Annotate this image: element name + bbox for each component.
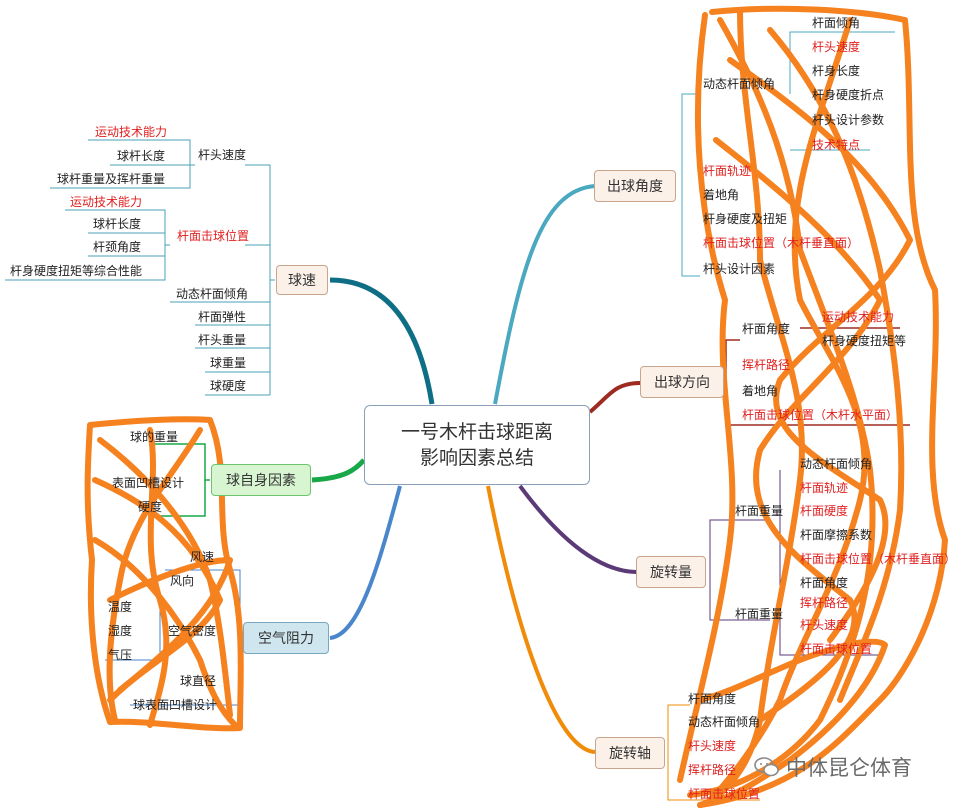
- watermark-text: 中体昆仑体育: [786, 756, 912, 780]
- branch-line-launch-angle: [493, 184, 596, 405]
- leaf-impact-position[interactable]: 杆面击球位置: [177, 229, 250, 243]
- branch-spin-rate[interactable]: 旋转量: [636, 556, 706, 588]
- leaf-launch-angle-item[interactable]: 着地角: [703, 188, 740, 202]
- branch-line-spin-rate: [518, 484, 638, 574]
- branch-air-resistance[interactable]: 空气阻力: [243, 622, 329, 654]
- branch-ball-factors-label: 球自身因素: [226, 473, 296, 489]
- leaf-launch-angle-item[interactable]: 杆面轨迹: [703, 164, 752, 178]
- leaf-head-speed[interactable]: 杆头速度: [198, 148, 247, 162]
- leaf-spin-axis-item[interactable]: 杆面角度: [688, 692, 737, 706]
- leaf-spin-rate-item[interactable]: 杆面击球位置: [800, 642, 873, 656]
- leaf-spin-rate-item[interactable]: 杆面角度: [800, 576, 849, 590]
- leaf-launch-angle-item[interactable]: 杆面击球位置（木杆垂直面）: [703, 236, 860, 250]
- ball-speed-connectors: [5, 139, 275, 396]
- leaf-spin-rate-item[interactable]: 动态杆面倾角: [800, 457, 873, 471]
- leaf-launch-angle-sub[interactable]: 杆面倾角: [812, 16, 861, 30]
- branch-ball-speed-label: 球速: [288, 273, 316, 289]
- leaf-launch-angle-sub[interactable]: 杆头设计参数: [812, 113, 885, 127]
- branch-ball-speed[interactable]: 球速: [276, 265, 328, 295]
- leaf-head-speed-item[interactable]: 球杆长度: [117, 149, 166, 163]
- leaf-air-resistance-item[interactable]: 球直径: [180, 674, 217, 688]
- leaf-ball-speed-item[interactable]: 球重量: [210, 356, 247, 370]
- leaf-launch-angle-sub[interactable]: 杆头速度: [812, 40, 861, 54]
- leaf-head-speed-item[interactable]: 球杆重量及挥杆重量: [57, 172, 166, 186]
- leaf-impact-position-item[interactable]: 杆身硬度扭矩等综合性能: [10, 264, 143, 278]
- leaf-launch-angle-sub[interactable]: 杆身硬度折点: [812, 88, 885, 102]
- leaf-air-resistance-item[interactable]: 空气密度: [168, 624, 217, 638]
- branch-air-resistance-label: 空气阻力: [258, 631, 314, 647]
- scribble-overlay-right: [677, 5, 948, 808]
- leaf-launch-direction-sub[interactable]: 杆身硬度扭矩等: [822, 334, 907, 348]
- leaf-air-resistance-item[interactable]: 气压: [108, 648, 133, 662]
- leaf-launch-angle-item[interactable]: 动态杆面倾角: [703, 77, 776, 91]
- leaf-launch-angle-sub[interactable]: 技术特点: [812, 138, 861, 152]
- leaf-launch-angle-item[interactable]: 杆身硬度及扭矩: [703, 212, 788, 226]
- leaf-spin-axis-item[interactable]: 杆头速度: [688, 739, 737, 753]
- leaf-launch-direction-item[interactable]: 着地角: [742, 384, 779, 398]
- leaf-launch-angle-sub[interactable]: 杆身长度: [812, 64, 861, 78]
- wechat-icon: [754, 757, 779, 777]
- leaf-spin-rate-group[interactable]: 杆面重量: [735, 607, 784, 621]
- leaf-spin-rate-item[interactable]: 挥杆路径: [800, 596, 849, 610]
- leaf-ball-speed-item[interactable]: 球硬度: [210, 379, 247, 393]
- branch-line-ball-factors: [311, 458, 366, 483]
- leaf-ball-factors-item[interactable]: 表面凹槽设计: [112, 476, 185, 490]
- leaf-ball-speed-item[interactable]: 杆头重量: [198, 333, 247, 347]
- leaf-spin-rate-item[interactable]: 杆面摩擦系数: [800, 528, 873, 542]
- leaf-head-speed-item[interactable]: 运动技术能力: [95, 125, 168, 139]
- scribble-overlay-left: [84, 416, 244, 732]
- leaf-air-resistance-item[interactable]: 温度: [108, 600, 133, 614]
- leaf-impact-position-item[interactable]: 球杆长度: [93, 217, 142, 231]
- leaf-ball-factors-item[interactable]: 球的重量: [130, 430, 179, 444]
- leaf-ball-factors-item[interactable]: 硬度: [138, 500, 163, 514]
- branch-launch-direction-label: 出球方向: [654, 375, 710, 391]
- watermark: 中体昆仑体育: [754, 752, 912, 782]
- leaf-spin-axis-item[interactable]: 挥杆路径: [688, 763, 737, 777]
- leaf-spin-axis-item[interactable]: 动态杆面倾角: [688, 715, 761, 729]
- leaf-air-resistance-item[interactable]: 风向: [170, 574, 195, 588]
- branch-line-spin-axis: [486, 485, 597, 754]
- leaf-impact-position-item[interactable]: 运动技术能力: [70, 195, 143, 209]
- branch-line-launch-direction: [588, 381, 641, 414]
- leaf-spin-rate-item[interactable]: 杆面击球位置（木杆垂直面）: [800, 552, 957, 566]
- branch-launch-angle[interactable]: 出球角度: [594, 170, 676, 202]
- branch-spin-axis[interactable]: 旋转轴: [595, 737, 665, 769]
- branch-launch-angle-label: 出球角度: [607, 179, 663, 195]
- leaf-launch-direction-item[interactable]: 杆面击球位置（木杆水平面）: [742, 408, 899, 422]
- leaf-spin-axis-item[interactable]: 杆面击球位置: [688, 787, 761, 801]
- launch-angle-connectors: [681, 31, 895, 277]
- ball-factors-connectors: [150, 443, 210, 517]
- branch-ball-factors[interactable]: 球自身因素: [211, 464, 311, 496]
- leaf-spin-rate-item[interactable]: 杆面轨迹: [800, 481, 849, 495]
- central-topic[interactable]: 一号木杆击球距离 影响因素总结: [364, 405, 590, 485]
- leaf-air-resistance-item[interactable]: 湿度: [108, 624, 133, 638]
- leaf-spin-rate-group[interactable]: 杆面重量: [735, 504, 784, 518]
- leaf-impact-position-item[interactable]: 杆颈角度: [93, 240, 142, 254]
- branch-line-air-resistance: [329, 485, 402, 640]
- leaf-launch-direction-item[interactable]: 挥杆路径: [742, 358, 791, 372]
- leaf-launch-direction-sub[interactable]: 运动技术能力: [822, 310, 895, 324]
- central-topic-line2: 影响因素总结: [419, 447, 534, 469]
- branch-line-ball-speed: [329, 277, 435, 405]
- leaf-launch-direction-item[interactable]: 杆面角度: [742, 322, 791, 336]
- leaf-ball-speed-item[interactable]: 动态杆面倾角: [176, 287, 249, 301]
- leaf-spin-rate-item[interactable]: 杆面硬度: [800, 504, 849, 518]
- branch-launch-direction[interactable]: 出球方向: [640, 366, 724, 398]
- leaf-air-resistance-item[interactable]: 风速: [190, 550, 215, 564]
- central-topic-line1: 一号木杆击球距离: [400, 421, 553, 443]
- leaf-launch-angle-item[interactable]: 杆头设计因素: [703, 262, 776, 276]
- leaf-air-resistance-item[interactable]: 球表面凹槽设计: [133, 698, 218, 712]
- leaf-spin-rate-item[interactable]: 杆头速度: [800, 618, 849, 632]
- branch-spin-rate-label: 旋转量: [650, 565, 692, 581]
- branch-spin-axis-label: 旋转轴: [609, 746, 651, 762]
- leaf-ball-speed-item[interactable]: 杆面弹性: [198, 310, 247, 324]
